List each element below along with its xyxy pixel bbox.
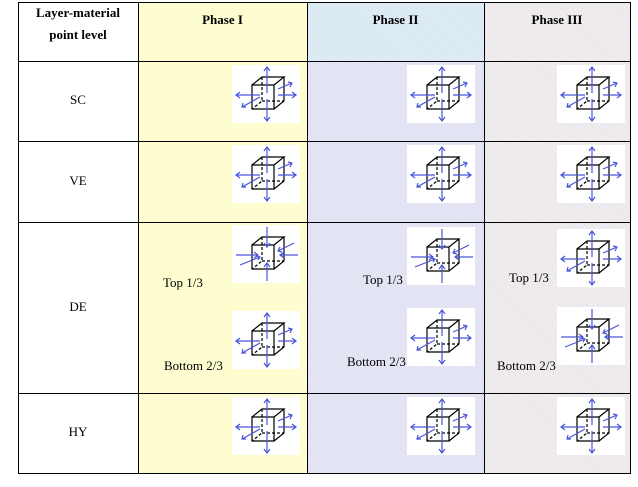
tension-cube-icon xyxy=(232,311,300,369)
column-divider xyxy=(18,2,19,474)
row-label-ve: VE xyxy=(69,172,87,188)
phase-cell-bg xyxy=(484,2,630,61)
tension-cube-icon xyxy=(557,229,625,287)
row-label-de: DE xyxy=(69,298,87,314)
bottom-two-thirds-label: Bottom 2/3 xyxy=(497,358,556,373)
row-divider xyxy=(18,61,631,62)
row-divider xyxy=(18,393,631,394)
bottom-two-thirds-label: Bottom 2/3 xyxy=(164,358,223,373)
column-divider xyxy=(484,2,485,474)
row-label-sc: SC xyxy=(70,92,86,107)
top-third-label: Top 1/3 xyxy=(363,272,403,287)
tension-cube-icon xyxy=(232,397,300,455)
tension-cube-icon xyxy=(232,65,300,123)
row-divider xyxy=(18,222,631,223)
phase-cell-bg xyxy=(138,2,307,61)
row-label-hy: HY xyxy=(68,424,88,439)
row-divider xyxy=(18,141,631,142)
top-third-label: Top 1/3 xyxy=(509,270,549,285)
header-phase-3: Phase III xyxy=(531,12,583,27)
compression-cube-icon xyxy=(232,225,300,283)
top-third-label: Top 1/3 xyxy=(163,275,203,290)
header-level-line1: Layer-material xyxy=(36,5,120,20)
compression-cube-icon xyxy=(407,227,475,285)
tension-cube-icon xyxy=(557,65,625,123)
row-divider xyxy=(18,2,631,3)
tension-cube-icon xyxy=(407,65,475,123)
tension-cube-icon xyxy=(407,397,475,455)
column-divider xyxy=(138,2,139,474)
tension-cube-icon xyxy=(557,397,625,455)
row-divider xyxy=(18,473,631,474)
header-level-label: Layer-material point level xyxy=(18,2,138,46)
compression-cube-icon xyxy=(557,307,625,365)
column-divider xyxy=(307,2,308,474)
tension-cube-icon xyxy=(557,145,625,203)
bottom-two-thirds-label: Bottom 2/3 xyxy=(347,354,406,369)
header-phase-1: Phase I xyxy=(202,12,243,27)
column-divider xyxy=(630,2,631,474)
header-level-line2: point level xyxy=(49,27,107,42)
tension-cube-icon xyxy=(407,308,475,366)
tension-cube-icon xyxy=(232,145,300,203)
phase-cell-bg xyxy=(307,2,484,61)
tension-cube-icon xyxy=(407,145,475,203)
header-phase-2: Phase II xyxy=(372,12,419,27)
